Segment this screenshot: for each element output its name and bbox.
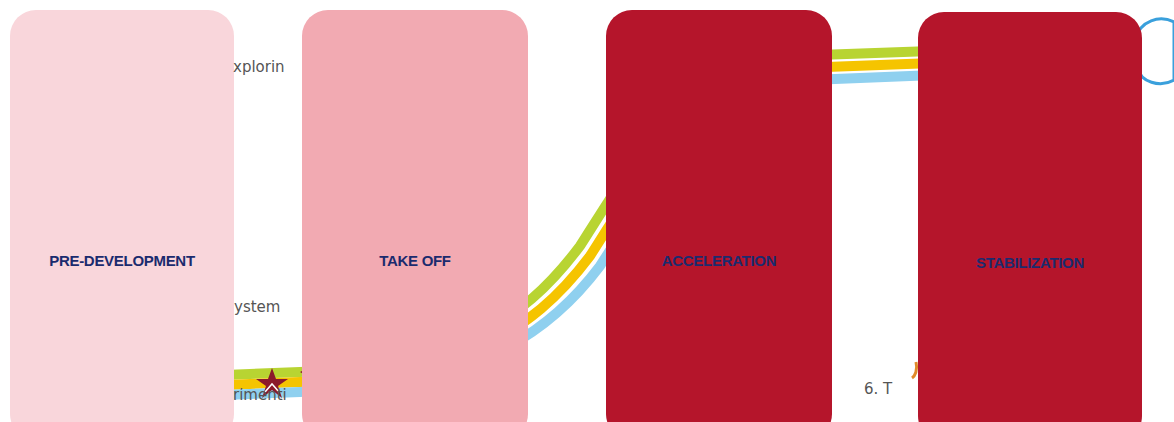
phase-label: STABILIZATION [976,250,1084,275]
curve-fragment-label: 6. T [864,380,892,398]
phase-label: TAKE OFF [379,248,450,273]
phase-box: STABILIZATION [918,12,1142,422]
phase-label: PRE-DEVELOPMENT [49,248,195,273]
phase-box: ACCELERATION [606,10,832,422]
curve-fragment-label: rimenti [233,386,287,404]
phase-label: ACCELERATION [662,248,776,273]
phase-box: PRE-DEVELOPMENT [10,10,234,422]
orange-mark [912,362,917,378]
curve-fragment-label: xplorin [233,58,285,76]
curve-fragment-label: ystem [234,298,280,316]
phase-box: TAKE OFF [302,10,528,422]
